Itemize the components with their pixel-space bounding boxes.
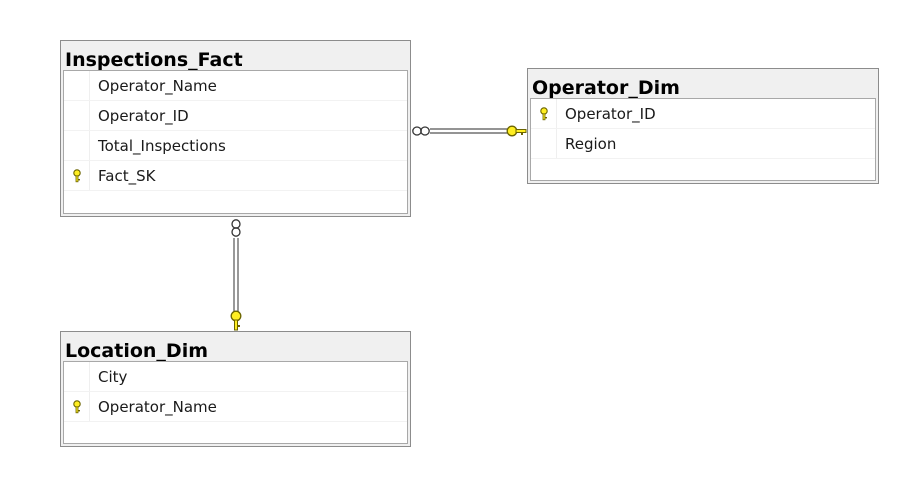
key-icon	[73, 400, 81, 414]
key-icon	[506, 125, 527, 137]
column-row[interactable]: Operator_Name	[64, 71, 407, 101]
column-name: Operator_ID	[565, 105, 656, 123]
column-list: Operator_Name Operator_ID Total_Inspecti…	[63, 70, 408, 214]
table-location-dim[interactable]: Location_Dim City Operator_Name	[60, 331, 411, 447]
infinity-icon	[412, 126, 430, 136]
column-name: Region	[565, 135, 617, 153]
key-icon	[540, 107, 548, 121]
row-selector[interactable]	[64, 71, 90, 100]
relationship-inspections-location[interactable]	[230, 219, 242, 331]
row-selector[interactable]	[64, 131, 90, 160]
column-row[interactable]: Total_Inspections	[64, 131, 407, 161]
column-name: City	[98, 368, 128, 386]
table-operator-dim[interactable]: Operator_Dim Operator_ID Region	[527, 68, 879, 184]
column-name: Fact_SK	[98, 167, 156, 185]
row-selector[interactable]	[64, 392, 90, 421]
column-row[interactable]: Operator_Name	[64, 392, 407, 422]
table-inspections-fact[interactable]: Inspections_Fact Operator_Name Operator_…	[60, 40, 411, 217]
row-selector[interactable]	[531, 99, 557, 128]
row-selector[interactable]	[531, 129, 557, 158]
column-row[interactable]: Region	[531, 129, 875, 159]
key-icon	[73, 169, 81, 183]
relationship-inspections-operator[interactable]	[412, 125, 527, 137]
table-title[interactable]: Inspections_Fact	[65, 49, 243, 71]
column-row[interactable]: Fact_SK	[64, 161, 407, 191]
column-row[interactable]: Operator_ID	[531, 99, 875, 129]
row-selector[interactable]	[64, 362, 90, 391]
column-list: City Operator_Name	[63, 361, 408, 444]
key-icon	[230, 310, 242, 331]
row-selector[interactable]	[64, 161, 90, 190]
row-selector[interactable]	[64, 101, 90, 130]
table-title[interactable]: Operator_Dim	[532, 77, 680, 99]
column-name: Operator_Name	[98, 398, 217, 416]
column-name: Total_Inspections	[98, 137, 226, 155]
infinity-icon	[231, 219, 241, 237]
column-name: Operator_ID	[98, 107, 189, 125]
column-row[interactable]: Operator_ID	[64, 101, 407, 131]
column-row[interactable]: City	[64, 362, 407, 392]
column-list: Operator_ID Region	[530, 98, 876, 181]
table-title[interactable]: Location_Dim	[65, 340, 209, 362]
column-name: Operator_Name	[98, 77, 217, 95]
